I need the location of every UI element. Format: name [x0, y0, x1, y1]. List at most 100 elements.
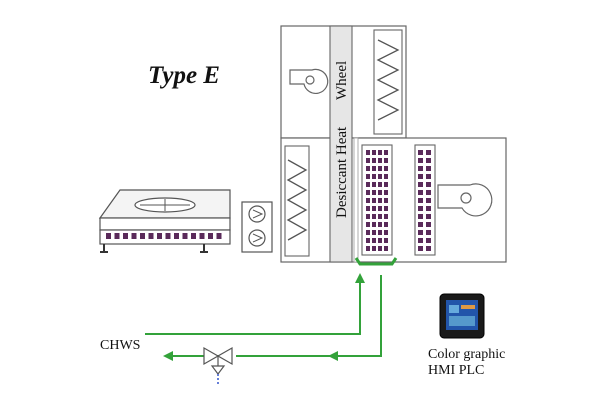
coil-cell — [366, 150, 370, 155]
coil-cell — [426, 150, 431, 155]
pump-icon — [241, 201, 273, 253]
coil-cell — [384, 190, 388, 195]
coil-cell — [418, 174, 423, 179]
coil-cell — [426, 174, 431, 179]
wheel-label-top: Wheel — [334, 61, 350, 100]
coil-cell — [372, 206, 376, 211]
supply-fan-icon — [437, 183, 493, 217]
coil-cell — [366, 166, 370, 171]
coil-cell — [372, 182, 376, 187]
coil-cell — [384, 166, 388, 171]
coil-cell — [372, 198, 376, 203]
coil-cell — [426, 190, 431, 195]
coil-cell — [378, 182, 382, 187]
coil-cell — [418, 158, 423, 163]
coil-cell — [378, 150, 382, 155]
lower-housing — [280, 137, 507, 263]
coil-cell — [384, 230, 388, 235]
coil-cell — [418, 166, 423, 171]
coil-cell — [366, 214, 370, 219]
coil-cell — [426, 214, 431, 219]
coil-cell — [384, 246, 388, 251]
coil-cell — [165, 233, 171, 239]
coil-cell — [426, 206, 431, 211]
coil-cell — [384, 174, 388, 179]
coil-cell — [378, 214, 382, 219]
coil-cell — [384, 222, 388, 227]
coil-cell — [216, 233, 222, 239]
coil-cell — [148, 233, 154, 239]
coil-cell — [366, 198, 370, 203]
coil-cell — [384, 182, 388, 187]
coil-cell — [174, 233, 179, 239]
valve-icon — [203, 346, 233, 386]
coil-cell — [131, 233, 137, 239]
coil-cell — [418, 190, 423, 195]
coil-cell — [378, 238, 382, 243]
coil-cell — [426, 230, 431, 235]
drain-pan — [354, 257, 398, 266]
coil-cell — [140, 233, 145, 239]
coil-cell — [418, 238, 423, 243]
coil-cell — [426, 246, 431, 251]
hmi-panel-icon — [439, 293, 485, 339]
coil-cell — [384, 206, 388, 211]
coil-cell — [106, 233, 111, 239]
coil-cell — [426, 182, 431, 187]
coil-cell — [378, 166, 382, 171]
coil-cell — [384, 238, 388, 243]
coil-cell — [426, 158, 431, 163]
coil-cell — [372, 246, 376, 251]
coil-cell — [426, 238, 431, 243]
coil-cell — [426, 166, 431, 171]
desiccant-heat-wheel — [329, 25, 359, 263]
hmi-label-line1: Color graphic — [428, 347, 506, 362]
coil-cell — [372, 230, 376, 235]
coil-cell — [418, 206, 423, 211]
coil-cell — [418, 150, 423, 155]
coil-cell — [372, 190, 376, 195]
coil-cell — [418, 230, 423, 235]
coil-cell — [426, 198, 431, 203]
coil-cell — [418, 246, 423, 251]
coil-cell — [157, 233, 162, 239]
coil-cell — [418, 198, 423, 203]
coil-cell — [366, 230, 370, 235]
coil-cell — [366, 182, 370, 187]
coil-cell — [366, 238, 370, 243]
coil-cell — [378, 230, 382, 235]
coil-cell — [378, 198, 382, 203]
coil-icon — [376, 39, 400, 121]
cooling-coil — [361, 144, 436, 256]
coil-cell — [384, 214, 388, 219]
coil-cell — [366, 190, 370, 195]
hmi-label-line2: HMI PLC — [428, 363, 485, 378]
coil-cell — [418, 182, 423, 187]
coil-cell — [208, 233, 213, 239]
chilled-water-flow — [145, 273, 382, 361]
coil-cell — [378, 246, 382, 251]
coil-cell — [366, 206, 370, 211]
coil-cell — [378, 174, 382, 179]
coil-cell — [372, 158, 376, 163]
coil-cell — [182, 233, 188, 239]
coil-cell — [384, 158, 388, 163]
coil-cell — [366, 174, 370, 179]
coil-cell — [199, 233, 205, 239]
coil-cell — [378, 190, 382, 195]
coil-cell — [378, 206, 382, 211]
chws-label: CHWS — [100, 338, 141, 353]
coil-cell — [366, 222, 370, 227]
condenser-icon — [98, 189, 231, 253]
coil-cell — [372, 214, 376, 219]
coil-cell — [372, 174, 376, 179]
coil-cell — [372, 166, 376, 171]
coil-cell — [418, 222, 423, 227]
coil-cell — [366, 246, 370, 251]
coil-cell — [372, 238, 376, 243]
wheel-label-bottom: Desiccant Heat — [334, 126, 350, 218]
exhaust-fan-icon — [289, 68, 329, 94]
coil-cell — [123, 233, 128, 239]
